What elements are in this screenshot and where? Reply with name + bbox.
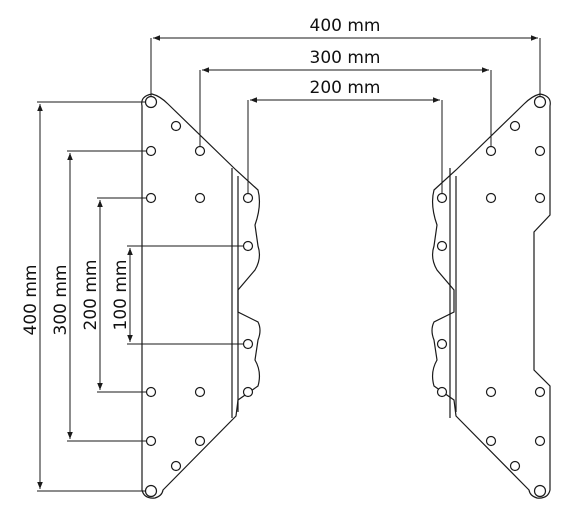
dimension-label-v300: 300 mm	[51, 265, 71, 336]
dimension-h300	[199, 67, 492, 146]
dimension-label-v100: 100 mm	[111, 260, 131, 331]
dimension-h400	[150, 35, 541, 96]
dimension-label-h400: 400 mm	[310, 16, 381, 36]
dimension-label-h300: 300 mm	[310, 48, 381, 68]
dimension-label-h200: 200 mm	[310, 78, 381, 98]
dimension-v100	[127, 245, 243, 345]
right-plate-holes	[436, 95, 547, 498]
dimension-h200	[247, 97, 443, 193]
dimension-label-v200: 200 mm	[81, 260, 101, 331]
dimension-label-v400: 400 mm	[21, 265, 41, 336]
dimension-v200	[97, 197, 146, 393]
dimension-v400	[37, 101, 145, 492]
left-plate-holes	[144, 95, 254, 498]
dimension-v300	[67, 150, 146, 442]
right-mounting-plate	[431, 93, 551, 499]
left-mounting-plate	[141, 93, 261, 499]
